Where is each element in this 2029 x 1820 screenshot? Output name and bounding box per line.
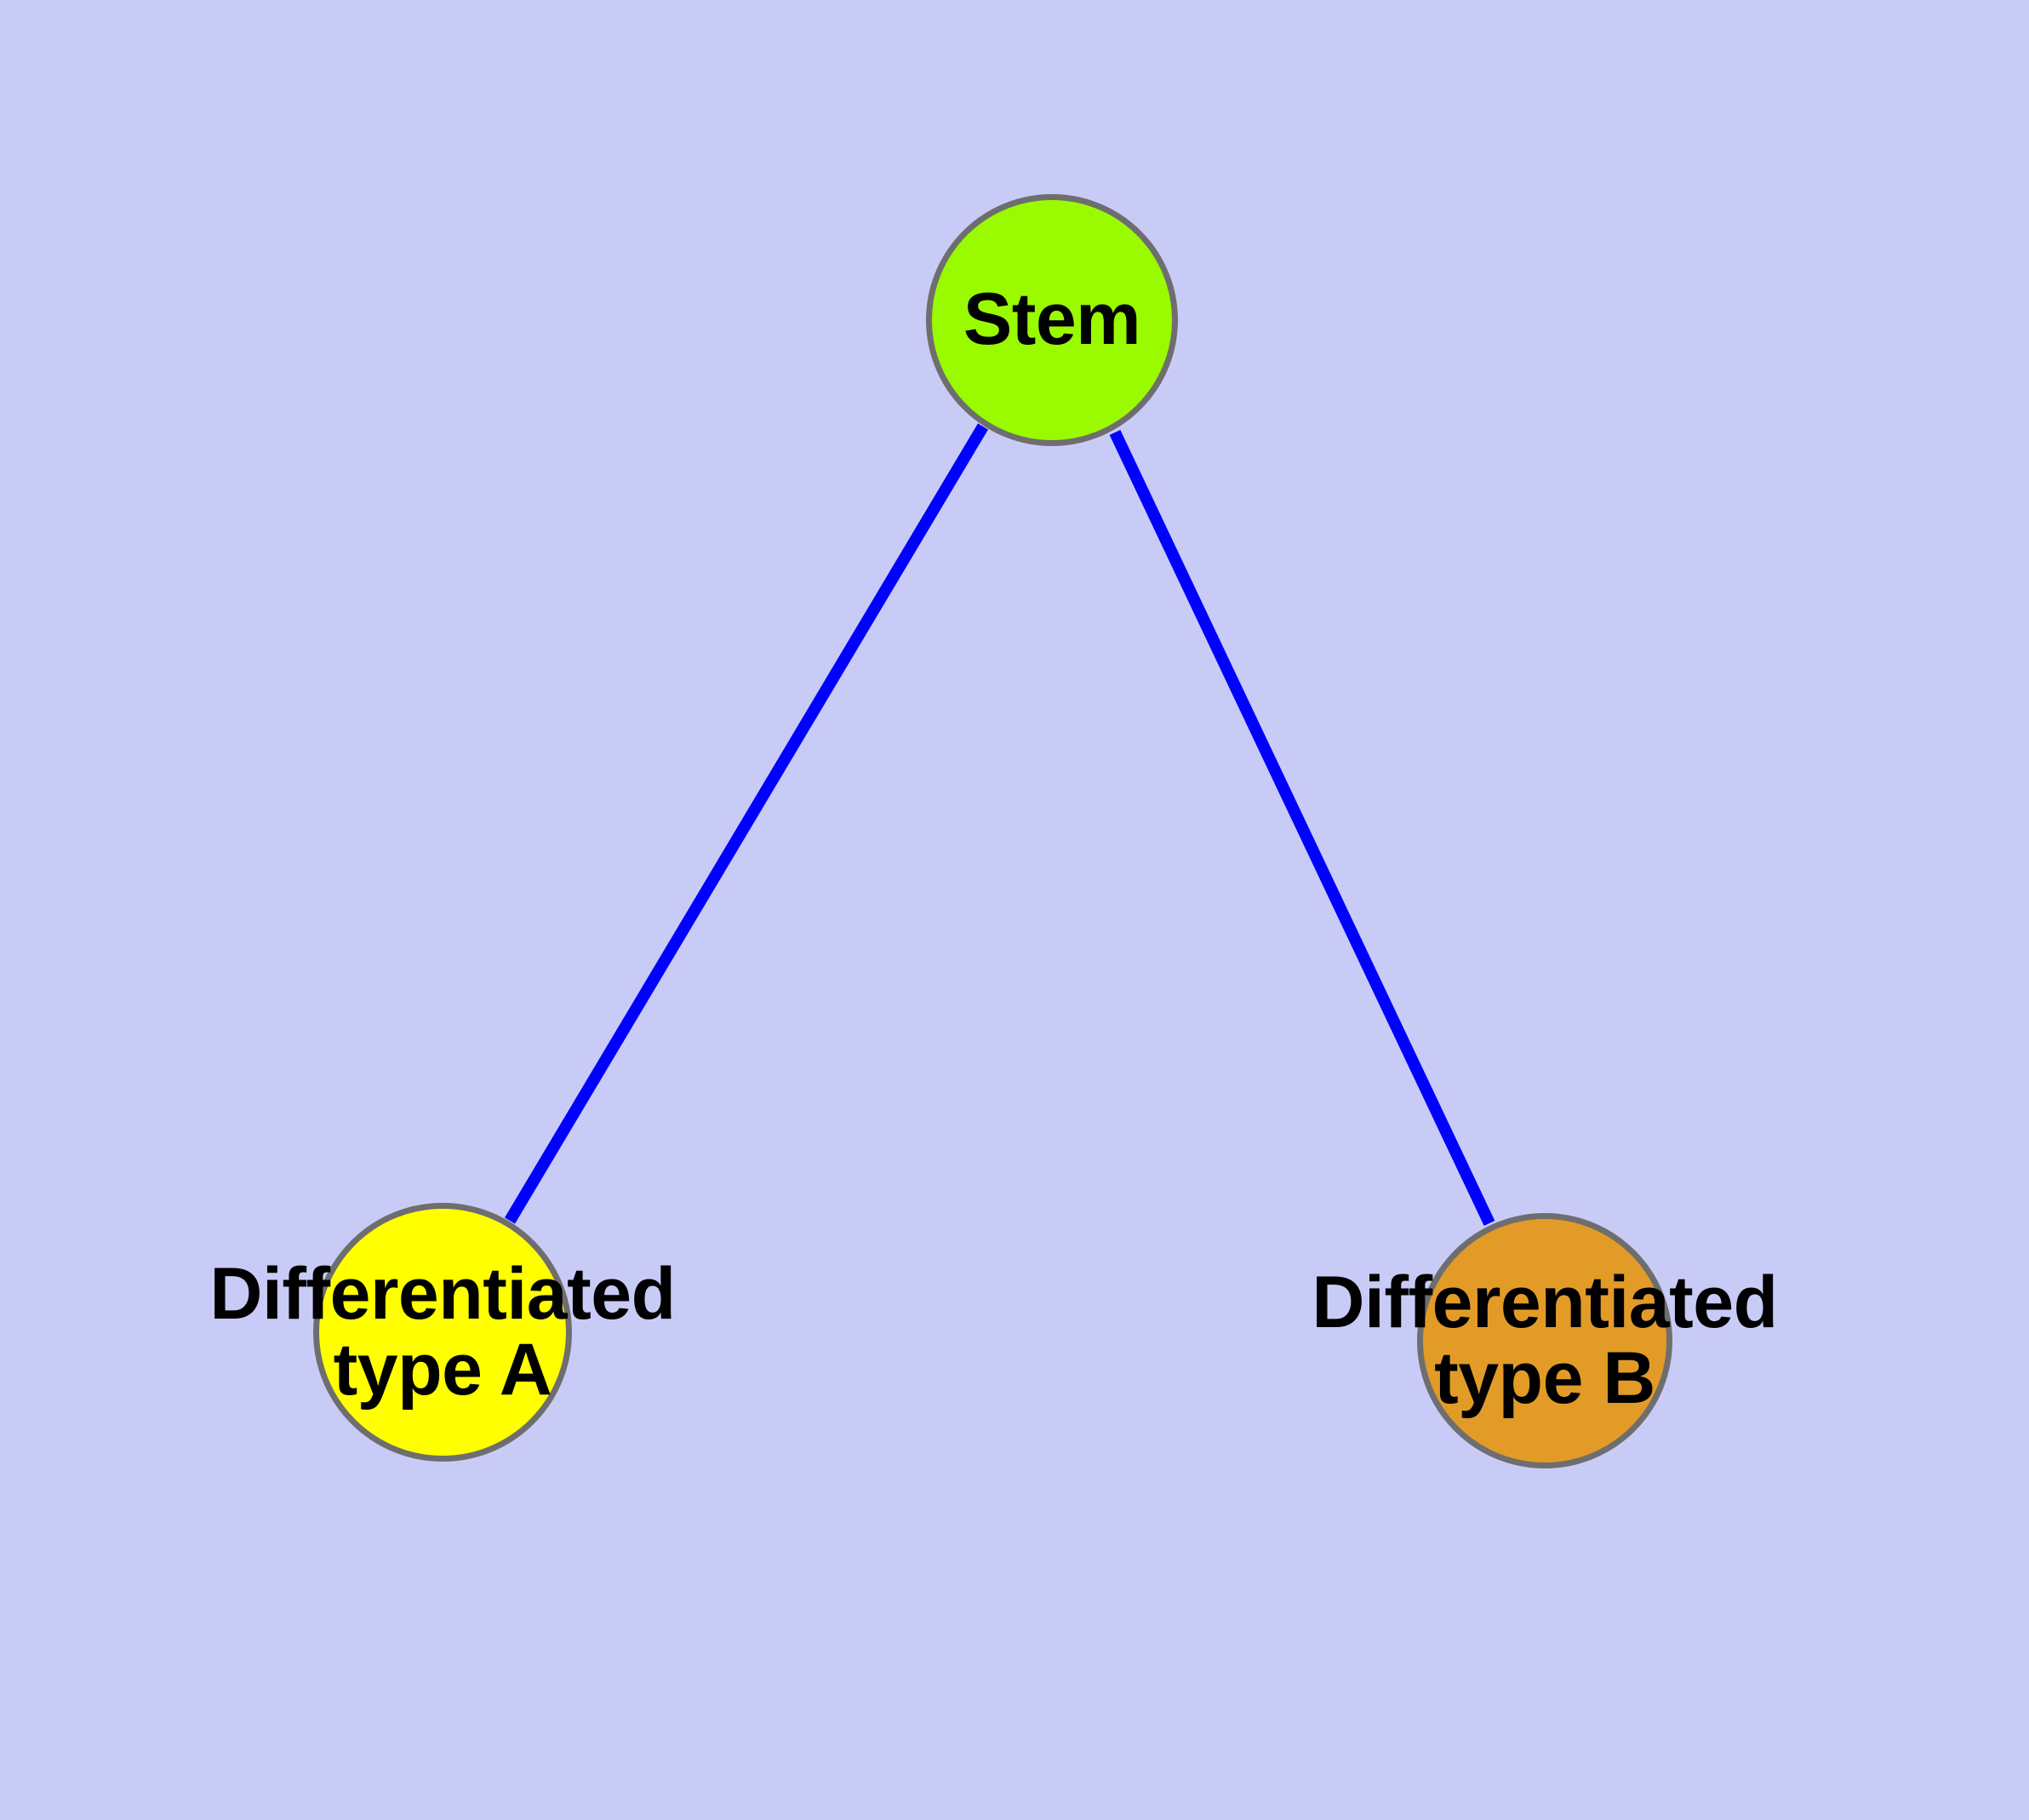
- edge-stem-to-diff-b[interactable]: [1109, 430, 1495, 1226]
- node-differentiated-type-a[interactable]: [313, 1203, 572, 1462]
- node-differentiated-type-b[interactable]: [1417, 1213, 1672, 1468]
- node-stem[interactable]: [926, 194, 1178, 446]
- edge-stem-to-diff-a[interactable]: [504, 423, 989, 1224]
